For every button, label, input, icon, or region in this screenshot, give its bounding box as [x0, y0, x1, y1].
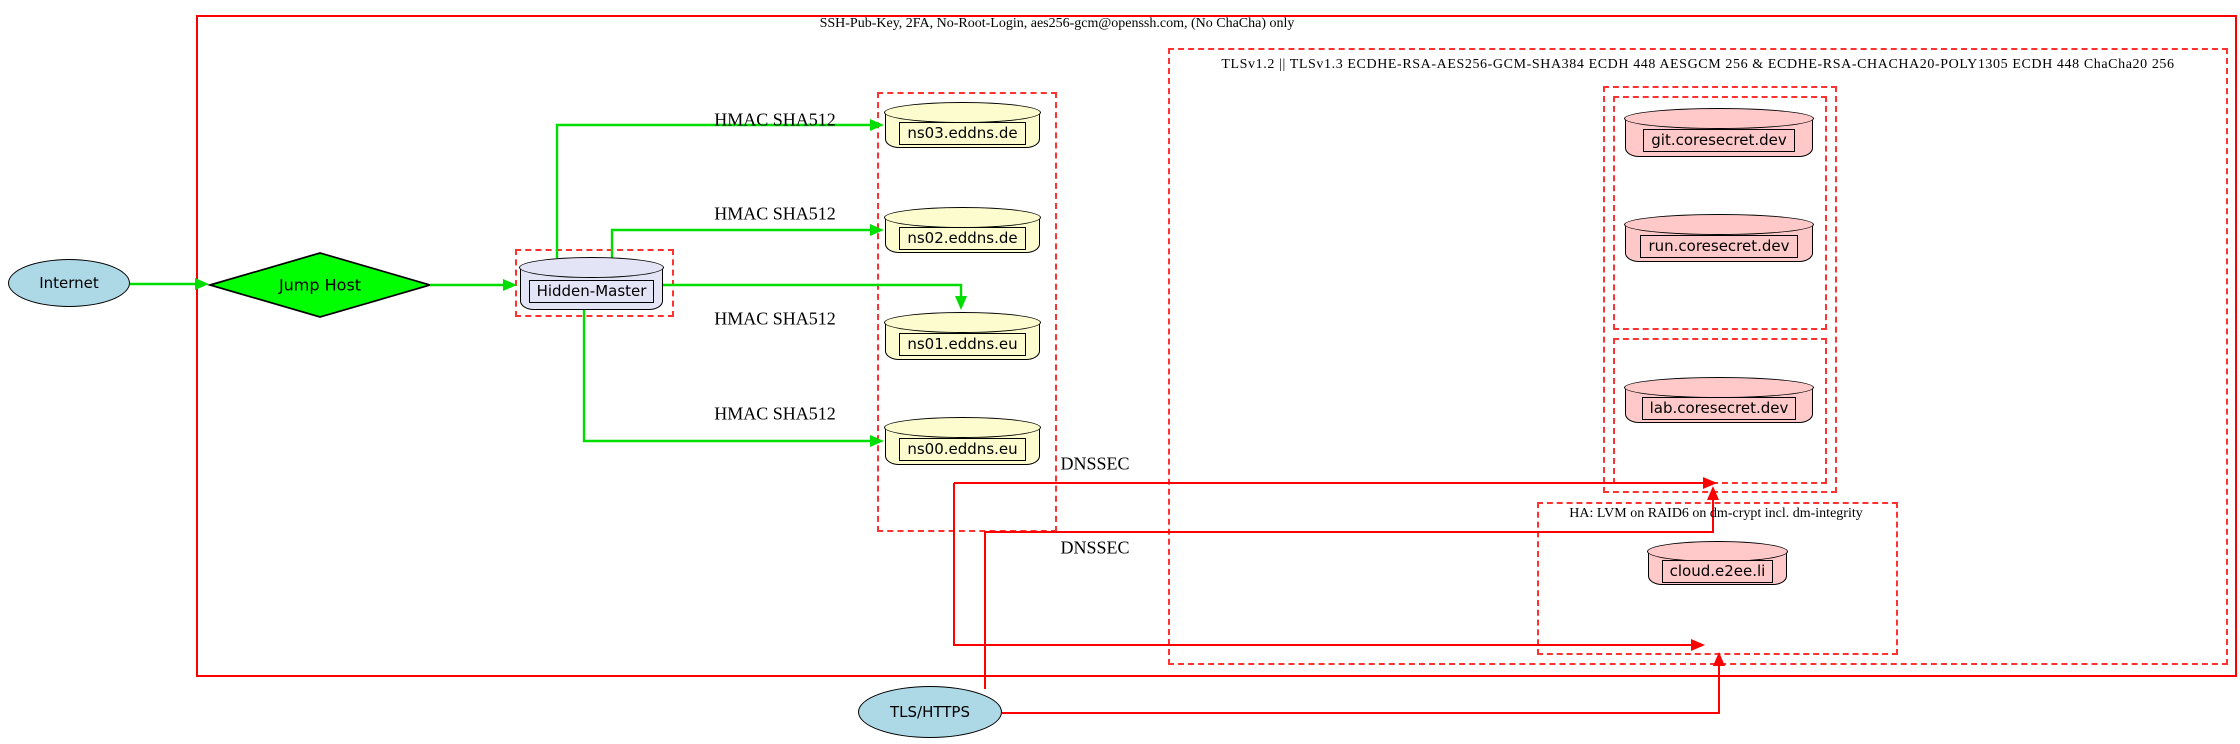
node-internet-label: Internet — [39, 274, 99, 292]
node-ns02: ns02.eddns.de — [884, 207, 1041, 253]
edge-label-dnssec-2: DNSSEC — [1060, 537, 1130, 558]
node-git: git.coresecret.dev — [1624, 108, 1814, 157]
edge-label-dnssec-1: DNSSEC — [1060, 453, 1130, 474]
node-internet: Internet — [8, 259, 130, 307]
edge-hiddenmaster-to-ns03 — [555, 119, 884, 258]
git-run-subcluster-box — [1613, 96, 1827, 330]
ssh-boundary-label: SSH-Pub-Key, 2FA, No-Root-Login, aes256-… — [819, 16, 1295, 31]
edge-tlshttps-to-coresecret — [984, 486, 1719, 689]
edge-hiddenmaster-to-ns01 — [663, 283, 967, 310]
edge-hiddenmaster-to-ns00 — [582, 310, 884, 447]
node-git-label: git.coresecret.dev — [1643, 129, 1795, 152]
node-ns02-label: ns02.eddns.de — [899, 226, 1026, 250]
coresecret-cluster-box — [1603, 86, 1837, 493]
node-tls-https-label: TLS/HTTPS — [889, 703, 970, 721]
node-ns00-label: ns00.eddns.eu — [899, 437, 1026, 461]
node-jump-host-label: Jump Host — [278, 275, 362, 295]
node-ns03: ns03.eddns.de — [884, 102, 1041, 148]
edge-ns-to-ha-dnssec — [953, 483, 1705, 651]
node-cloud-label: cloud.e2ee.li — [1661, 559, 1774, 583]
node-run: run.coresecret.dev — [1624, 214, 1814, 262]
node-lab-label: lab.coresecret.dev — [1641, 396, 1797, 420]
ssh-boundary-box — [196, 15, 2237, 677]
node-ns01: ns01.eddns.eu — [884, 312, 1041, 360]
node-ns00: ns00.eddns.eu — [884, 417, 1041, 465]
node-hidden-master-label: Hidden-Master — [528, 280, 655, 303]
node-ns03-label: ns03.eddns.de — [899, 121, 1026, 145]
edge-label-hmac-ns00: HMAC SHA512 — [714, 403, 836, 424]
ha-boundary-label: HA: LVM on RAID6 on dm-crypt incl. dm-in… — [1569, 506, 1863, 521]
node-hidden-master: Hidden-Master — [519, 257, 664, 310]
edge-label-hmac-ns02: HMAC SHA512 — [714, 203, 836, 224]
node-run-label: run.coresecret.dev — [1640, 234, 1798, 258]
node-lab: lab.coresecret.dev — [1624, 377, 1814, 423]
edge-hiddenmaster-to-ns02 — [610, 224, 884, 258]
lab-subcluster-box — [1613, 338, 1827, 484]
edge-label-hmac-ns03: HMAC SHA512 — [714, 109, 836, 130]
edge-label-hmac-ns01: HMAC SHA512 — [714, 308, 836, 329]
nameserver-cluster-box — [877, 92, 1057, 532]
node-ns01-label: ns01.eddns.eu — [899, 332, 1026, 356]
node-tls-https: TLS/HTTPS — [858, 686, 1002, 738]
tls-boundary-box — [1168, 48, 2228, 665]
tls-boundary-label: TLSv1.2 || TLSv1.3 ECDHE-RSA-AES256-GCM-… — [1221, 57, 2175, 72]
node-cloud: cloud.e2ee.li — [1647, 541, 1788, 585]
edge-tlshttps-to-ha — [1002, 652, 1725, 714]
